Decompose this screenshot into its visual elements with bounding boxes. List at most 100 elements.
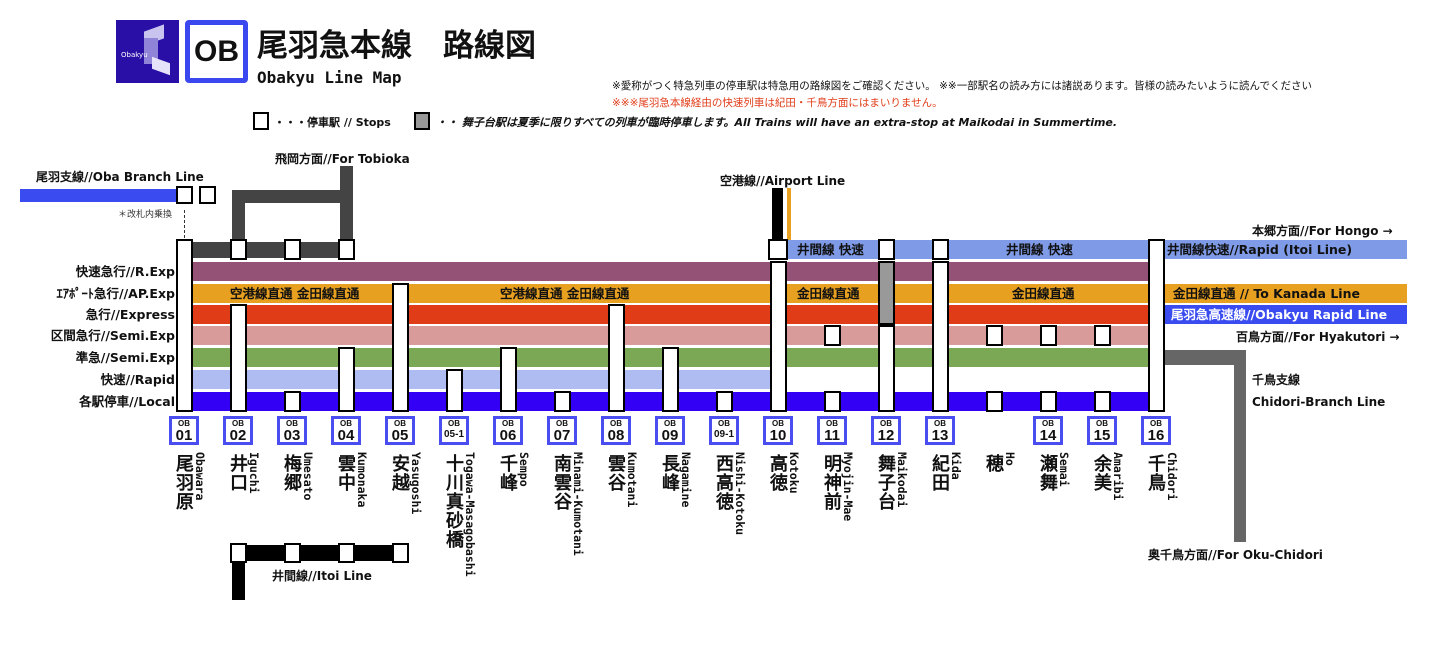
- chidori-branch-line: [1160, 350, 1246, 365]
- hongo-label: 本郷方面//For Hongo →: [1252, 224, 1393, 238]
- station-name-jp[interactable]: 瀬舞: [1037, 454, 1058, 492]
- station-name-jp[interactable]: 明神前: [821, 454, 842, 511]
- station-number: 05: [391, 427, 409, 444]
- station-number: 06: [499, 427, 517, 444]
- band-r-exp: [190, 262, 1148, 281]
- station-name-jp[interactable]: 長峰: [659, 454, 680, 492]
- station-name-romaji: Kotoku: [787, 452, 801, 494]
- station-number: 14: [1039, 427, 1057, 444]
- oba-branch-line: [20, 189, 185, 202]
- itoi-line: [232, 545, 402, 561]
- station-number: 16: [1147, 427, 1165, 444]
- stop-marker: [768, 239, 788, 260]
- station-name-romaji: Ho: [1003, 452, 1017, 466]
- station-number: 09-1: [713, 429, 734, 440]
- obakyu-rapid-label: 尾羽急高速線//Obakyu Rapid Line: [1171, 307, 1388, 322]
- page-title: 尾羽急本線 路線図: [257, 28, 536, 64]
- station-name-jp[interactable]: 高徳: [767, 454, 788, 492]
- stop-marker: [230, 304, 247, 412]
- transfer-note: ＊改札内乗換: [118, 210, 173, 220]
- station-name-romaji: Maikodai: [895, 452, 909, 508]
- station-name-romaji: Semai: [1057, 452, 1071, 487]
- line-code: OB: [232, 419, 244, 428]
- station-number: 05-1: [443, 429, 464, 440]
- stop-marker: [230, 239, 247, 260]
- station-name-romaji: Yasugoshi: [409, 452, 423, 515]
- station-name-romaji: Myojin-Mae: [841, 452, 855, 522]
- station-name-jp[interactable]: 梅郷: [281, 454, 302, 492]
- service-label-local: 各駅停車//Local: [79, 394, 175, 409]
- line-code: OB: [448, 419, 460, 428]
- itoi-line-label: 井間線//Itoi Line: [272, 569, 372, 583]
- station-name-jp[interactable]: 余美: [1091, 454, 1112, 492]
- stop-marker: [662, 347, 679, 412]
- line-code: OB: [194, 35, 239, 68]
- station-name-jp[interactable]: 井口: [227, 454, 248, 492]
- itoi-stop: [392, 543, 409, 563]
- station-name-romaji: Nagamine: [679, 452, 693, 508]
- kanada-label: 金田線直通 // To Kanada Line: [1173, 286, 1360, 301]
- oba-branch-label: 尾羽支線//Oba Branch Line: [36, 170, 204, 184]
- station-name-jp[interactable]: 千峰: [497, 454, 518, 492]
- station-number: 10: [769, 427, 787, 444]
- station-name-jp[interactable]: 舞子台: [875, 454, 896, 511]
- service-label-express: 急行//Express: [85, 307, 175, 322]
- stop-marker: [338, 239, 355, 260]
- upper-gray-line: [190, 242, 350, 258]
- station-name-jp[interactable]: 南雲谷: [551, 454, 572, 511]
- station-name-romaji: Minami-Kumotani: [571, 452, 585, 556]
- station-name-jp[interactable]: 雲中: [335, 454, 356, 492]
- station-name-jp[interactable]: 穂: [983, 454, 1004, 473]
- stop-marker: [878, 239, 895, 260]
- note-2: ※※※尾羽急本線経由の快速列車は紀田・千鳥方面にはまいりません。: [612, 97, 943, 109]
- station-name-jp[interactable]: 尾羽原: [173, 454, 194, 511]
- line-code: OB: [934, 419, 946, 428]
- service-label-semi-exp-2: 準急//Semi.Exp: [75, 350, 175, 365]
- band-express: [190, 305, 1148, 324]
- stop-marker: [824, 391, 841, 412]
- station-name-romaji: Iguchi: [247, 452, 261, 494]
- station-name-jp[interactable]: 安越: [389, 454, 410, 492]
- band-label-ap: 空港線直通 金田線直通: [500, 286, 630, 301]
- stop-marker: [932, 261, 949, 412]
- station-name-romaji: Kumonaka: [355, 452, 369, 508]
- line-code: OB: [556, 419, 568, 428]
- service-label-semi-exp: 区間急行//Semi.Exp: [50, 328, 175, 343]
- oba-branch-stop: [199, 186, 216, 204]
- station-number: 02: [229, 427, 247, 444]
- station-number: 13: [931, 427, 949, 444]
- line-code: OB: [286, 419, 298, 428]
- legend-seasonal-label: ・・ 舞子台駅は夏季に限りすべての列車が臨時停車します。All Trains w…: [436, 116, 1118, 129]
- stop-marker: [608, 304, 625, 412]
- band-ap-exp: [190, 284, 1407, 303]
- line-code: OB: [178, 419, 190, 428]
- station-number: 04: [337, 427, 355, 444]
- band-label-itoi: 井間線 快速: [1006, 242, 1073, 257]
- stop-marker: [338, 347, 355, 412]
- station-name-romaji: Sempo: [517, 452, 531, 487]
- line-code: OB: [1042, 419, 1054, 428]
- line-code: OB: [664, 419, 676, 428]
- station-name-jp[interactable]: 西高徳: [713, 454, 734, 511]
- station-name-jp[interactable]: 紀田: [929, 454, 950, 492]
- service-label-rapid: 快速//Rapid: [100, 372, 175, 387]
- station-name-jp[interactable]: 雲谷: [605, 454, 626, 492]
- stop-marker: [878, 325, 895, 412]
- airport-kanada-line: [787, 188, 791, 240]
- station-name-romaji: Kumotani: [625, 452, 639, 508]
- stop-marker: [770, 261, 787, 412]
- stop-marker: [1040, 391, 1057, 412]
- station-number: 12: [877, 427, 895, 444]
- station-name-jp[interactable]: 千鳥: [1145, 454, 1166, 492]
- station-name-jp[interactable]: 十川真砂橋: [443, 454, 464, 549]
- station-name-romaji: Togawa-Masagobashi: [463, 452, 477, 577]
- transfer-dash: [184, 210, 185, 238]
- band-label-kanada: 金田線直通: [1012, 286, 1075, 301]
